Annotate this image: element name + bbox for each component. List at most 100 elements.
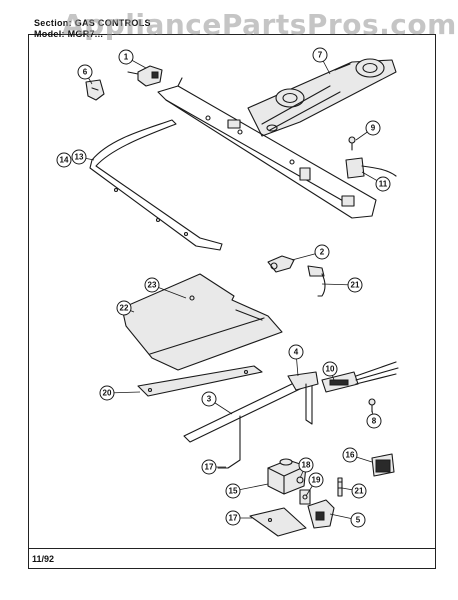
callout-circle	[342, 447, 358, 463]
shutoff-valve[interactable]	[307, 499, 335, 529]
screw-part[interactable]	[348, 136, 356, 151]
callout-9[interactable]: 9	[355, 120, 381, 141]
callout-15[interactable]: 15	[225, 483, 269, 499]
watermark-text: AppliancePartsPros.com	[62, 8, 457, 41]
callout-circle	[144, 277, 160, 293]
callout-circle	[366, 413, 382, 429]
burner-assembly[interactable]	[247, 58, 397, 137]
callout-number: 8	[372, 417, 377, 426]
bottom-plate[interactable]	[249, 507, 307, 537]
callout-number: 20	[103, 389, 112, 398]
callout-circle	[225, 483, 241, 499]
callout-circle	[288, 344, 304, 360]
model-title: Model: MGR7...	[34, 29, 104, 39]
burner-shield[interactable]	[121, 273, 283, 371]
callout-number: 17	[205, 463, 214, 472]
callout-13[interactable]: 13	[71, 149, 95, 165]
revision-date: 11/92	[32, 554, 55, 564]
callout-circle	[347, 277, 363, 293]
callout-20[interactable]: 20	[99, 385, 141, 401]
callout-circle	[118, 49, 134, 65]
callout-3[interactable]: 3	[201, 391, 233, 415]
callout-circle	[225, 510, 241, 526]
callout-number: 2	[320, 248, 325, 257]
diagram-frame	[28, 34, 436, 569]
callout-number: 5	[356, 516, 361, 525]
callout-number: 10	[326, 365, 335, 374]
callout-1[interactable]: 1	[118, 49, 147, 69]
connector-block[interactable]	[321, 361, 399, 393]
callout-14[interactable]: 14	[56, 152, 72, 168]
callout-number: 18	[302, 461, 311, 470]
callout-number: 14	[60, 156, 69, 165]
callout-number: 4	[294, 348, 299, 357]
callout-number: 3	[207, 395, 212, 404]
igniter-part[interactable]	[345, 157, 397, 179]
callout-7[interactable]: 7	[312, 47, 331, 75]
callout-circle	[116, 300, 132, 316]
orifice-fitting[interactable]	[267, 255, 295, 273]
gas-valve-tube[interactable]	[183, 371, 319, 469]
callout-circle	[312, 47, 328, 63]
callout-23[interactable]: 23	[144, 277, 187, 299]
callout-4[interactable]: 4	[288, 344, 304, 377]
callout-6[interactable]: 6	[77, 64, 93, 85]
pin-fitting[interactable]	[337, 477, 343, 497]
callout-number: 21	[355, 487, 364, 496]
callout-22[interactable]: 22	[116, 300, 135, 316]
callout-number: 21	[351, 281, 360, 290]
callout-circle	[322, 361, 338, 377]
callout-circle	[308, 472, 324, 488]
callout-circle	[350, 512, 366, 528]
callout-number: 16	[346, 451, 355, 460]
callout-number: 11	[379, 180, 388, 189]
callout-number: 9	[371, 124, 376, 133]
lower-bracket[interactable]	[137, 365, 263, 397]
callout-circle	[298, 457, 314, 473]
callout-5[interactable]: 5	[329, 512, 366, 528]
callout-number: 17	[229, 514, 238, 523]
callout-10[interactable]: 10	[322, 361, 338, 381]
callout-18[interactable]: 18	[298, 457, 314, 479]
callout-number: 7	[318, 51, 323, 60]
callout-17a[interactable]: 17	[201, 459, 226, 475]
callout-number: 13	[75, 153, 84, 162]
valve-fitting-lower[interactable]	[299, 489, 311, 505]
callout-8[interactable]: 8	[366, 409, 382, 429]
callout-number: 22	[120, 304, 129, 313]
switch-module[interactable]	[371, 453, 395, 477]
callout-circle	[71, 149, 87, 165]
callout-circle	[351, 483, 367, 499]
callout-21a[interactable]: 21	[321, 277, 363, 293]
callout-number: 15	[229, 487, 238, 496]
callout-circle	[201, 459, 217, 475]
callout-number: 23	[148, 281, 157, 290]
diagram-header: Section: GAS CONTROLS Model: MGR7...	[32, 18, 432, 48]
valve-fitting-upper[interactable]	[307, 265, 326, 297]
callout-number: 1	[124, 53, 129, 62]
wire-harness[interactable]	[89, 119, 223, 251]
section-title: Section: GAS CONTROLS	[34, 18, 151, 28]
callout-circle	[314, 244, 330, 260]
callout-16[interactable]: 16	[342, 447, 373, 463]
callout-circle	[56, 152, 72, 168]
spark-switch-part[interactable]	[127, 65, 163, 87]
callout-circle	[99, 385, 115, 401]
regulator-assembly[interactable]	[267, 458, 307, 495]
callout-circle	[365, 120, 381, 136]
callout-19[interactable]: 19	[305, 472, 324, 497]
callout-17b[interactable]: 17	[225, 510, 252, 526]
manifold-panel[interactable]	[157, 77, 377, 219]
callout-2[interactable]: 2	[291, 244, 330, 261]
footer-rule	[28, 548, 436, 549]
bracket-part[interactable]	[85, 79, 105, 101]
callout-number: 6	[83, 68, 88, 77]
callout-21b[interactable]: 21	[341, 483, 367, 499]
callout-11[interactable]: 11	[361, 171, 391, 192]
callout-circle	[77, 64, 93, 80]
callout-number: 19	[312, 476, 321, 485]
callout-circle	[201, 391, 217, 407]
callout-circle	[375, 176, 391, 192]
